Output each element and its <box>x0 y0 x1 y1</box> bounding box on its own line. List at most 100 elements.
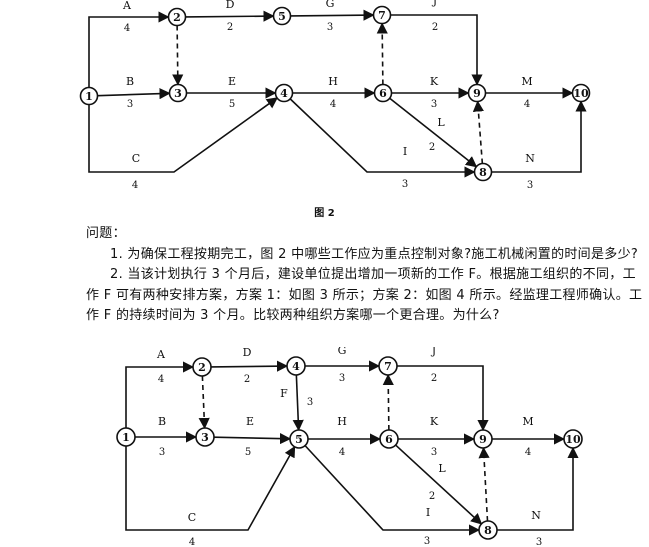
node-9: 9 <box>473 429 493 449</box>
node-label-1: 1 <box>85 90 93 103</box>
node-6: 6 <box>373 83 393 103</box>
activity-name-a: A <box>122 0 132 12</box>
node-circle-4 <box>286 356 306 376</box>
node-circle-3 <box>195 427 215 447</box>
activity-arrow-g <box>290 9 375 21</box>
node-1: 1 <box>79 86 99 106</box>
activity-name-g: G <box>326 0 335 10</box>
node-label-7: 7 <box>384 360 392 373</box>
node-label-9: 9 <box>479 433 487 446</box>
question-2: 2. 当该计划执行 3 个月后，建设单位提出增加一项新的工作 F。根据施工组织的… <box>86 267 643 323</box>
node-circle-2 <box>192 357 212 377</box>
node-label-3: 3 <box>201 431 209 444</box>
node-label-5: 5 <box>295 433 303 446</box>
activity-duration-m: 4 <box>525 447 531 458</box>
activity-duration-a: 4 <box>158 374 164 385</box>
node-circle-3 <box>168 83 188 103</box>
node-9: 9 <box>467 83 487 103</box>
node-circle-10 <box>563 429 583 449</box>
node-7: 7 <box>378 356 398 376</box>
activity-name-a: A <box>156 348 166 361</box>
node-1: 1 <box>116 427 136 447</box>
node-label-8: 8 <box>484 524 492 537</box>
activity-name-i: I <box>426 506 430 519</box>
dummy-arrow-6-7 <box>376 22 388 85</box>
node-circle-7 <box>372 5 392 25</box>
activity-arrow-d <box>210 360 289 372</box>
node-label-4: 4 <box>292 360 300 373</box>
activity-name-j: J <box>432 0 437 7</box>
activity-name-g: G <box>338 347 347 357</box>
node-2: 2 <box>192 357 212 377</box>
activity-name-d: D <box>243 347 252 359</box>
activity-name-b: B <box>126 75 134 88</box>
activity-duration-e: 5 <box>245 447 251 458</box>
activity-name-e: E <box>228 75 236 88</box>
activity-name-l: L <box>437 116 445 129</box>
activity-duration-n: 3 <box>536 537 542 547</box>
activity-name-j: J <box>431 347 436 357</box>
node-circle-1 <box>79 86 99 106</box>
dummy-arrow-2-3 <box>172 25 184 86</box>
node-label-2: 2 <box>173 11 181 24</box>
node-10: 10 <box>571 83 591 103</box>
node-circle-9 <box>467 83 487 103</box>
activity-duration-c: 4 <box>132 180 138 191</box>
node-label-6: 6 <box>385 433 393 446</box>
node-circle-5 <box>272 6 292 26</box>
node-10: 10 <box>563 429 583 449</box>
activity-duration-l: 2 <box>429 491 435 502</box>
dummy-arrow-8-9 <box>478 446 490 522</box>
activity-duration-i: 3 <box>402 179 408 190</box>
activity-duration-n: 3 <box>527 180 533 191</box>
activity-arrow-i <box>289 98 476 178</box>
activity-duration-d: 2 <box>227 22 233 33</box>
node-6: 6 <box>379 429 399 449</box>
activity-name-e: E <box>246 415 254 428</box>
node-label-6: 6 <box>379 87 387 100</box>
activity-name-b: B <box>158 415 166 428</box>
activity-arrow-l <box>395 444 483 525</box>
activity-name-d: D <box>226 0 235 11</box>
node-5: 5 <box>272 6 292 26</box>
activity-arrow-j <box>397 365 489 432</box>
node-circle-8 <box>473 162 493 182</box>
activity-arrow-a <box>125 361 195 428</box>
activity-name-h: H <box>328 75 338 88</box>
activity-duration-a: 4 <box>124 23 130 34</box>
node-circle-9 <box>473 429 493 449</box>
node-label-5: 5 <box>278 10 286 23</box>
activity-name-l: L <box>438 462 446 475</box>
activity-duration-j: 2 <box>431 373 437 384</box>
activity-arrow-f <box>292 374 304 432</box>
activity-name-h: H <box>337 415 347 428</box>
activity-name-m: M <box>521 75 532 88</box>
activity-name-n: N <box>525 152 535 165</box>
node-circle-6 <box>373 83 393 103</box>
activity-arrow-b <box>97 88 171 100</box>
activity-duration-b: 3 <box>159 447 165 458</box>
activity-duration-m: 4 <box>524 99 530 110</box>
activity-arrow-n <box>491 100 587 173</box>
activity-arrow-l <box>389 97 478 168</box>
node-label-9: 9 <box>473 87 481 100</box>
node-circle-5 <box>289 429 309 449</box>
activity-name-m: M <box>522 415 533 428</box>
activity-duration-g: 3 <box>339 373 345 384</box>
node-8: 8 <box>473 162 493 182</box>
node-label-1: 1 <box>122 431 130 444</box>
question-1: 1. 为确保工程按期完工，图 2 中哪些工作应为重点控制对象?施工机械闲置的时间… <box>110 246 639 262</box>
activity-duration-h: 4 <box>330 99 336 110</box>
activity-duration-c: 4 <box>189 537 195 547</box>
node-7: 7 <box>372 5 392 25</box>
dummy-arrow-2-3 <box>198 375 210 430</box>
node-3: 3 <box>168 83 188 103</box>
dummy-arrow-6-7 <box>382 373 394 431</box>
activity-duration-f: 3 <box>307 397 313 408</box>
node-label-7: 7 <box>378 9 386 22</box>
node-3: 3 <box>195 427 215 447</box>
activity-name-i: I <box>403 145 407 158</box>
activity-duration-k: 3 <box>431 447 437 458</box>
figure-2-caption: 图 2 <box>314 208 335 219</box>
